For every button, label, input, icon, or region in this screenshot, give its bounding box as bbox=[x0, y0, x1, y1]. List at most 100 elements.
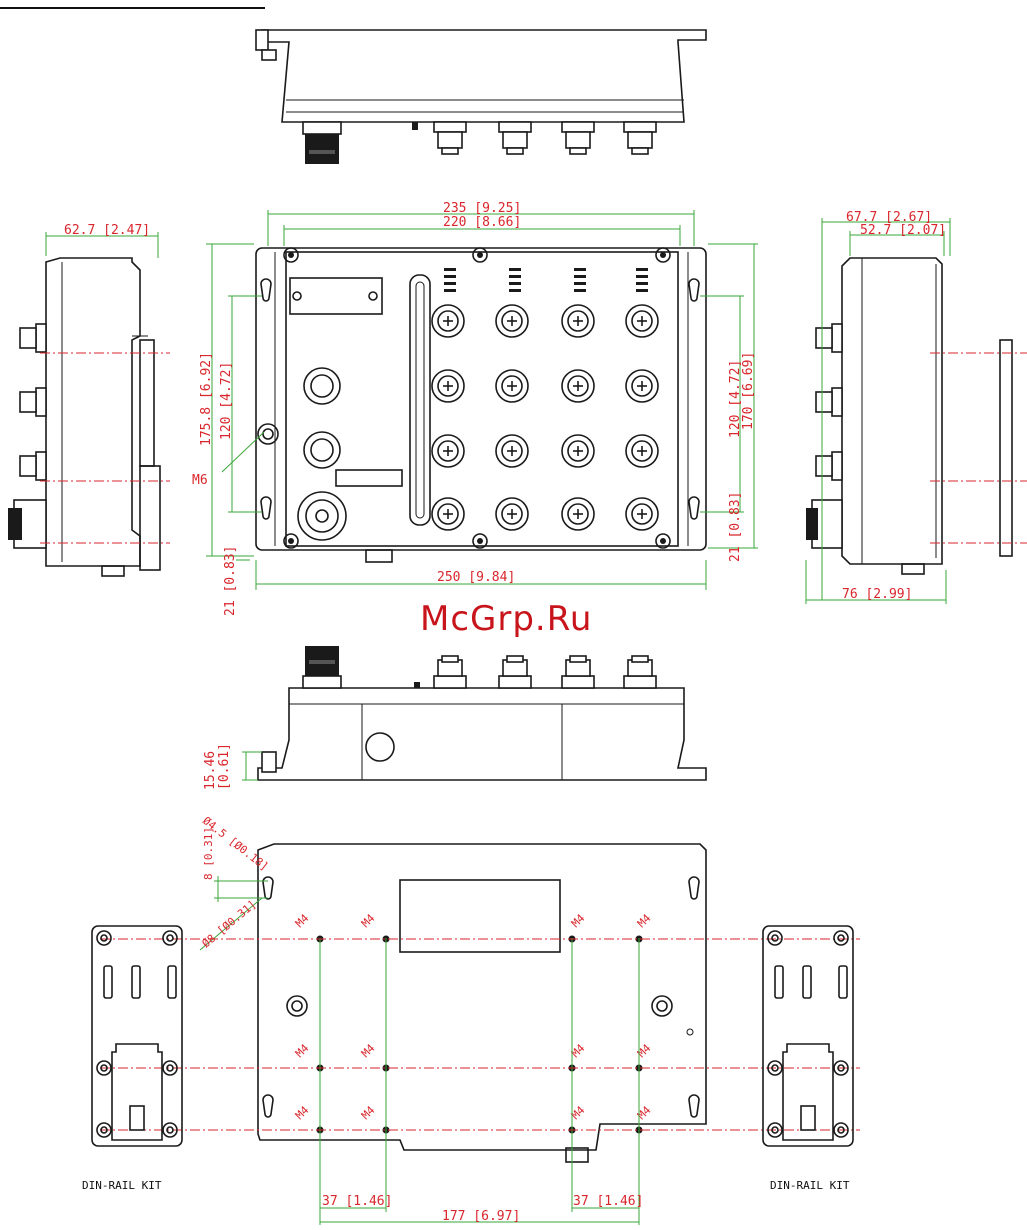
led-dash bbox=[444, 282, 456, 285]
back-m4-holes bbox=[317, 936, 643, 1134]
led-dash bbox=[574, 282, 586, 285]
din-slot bbox=[132, 966, 140, 998]
m4-label: M4 bbox=[293, 1103, 312, 1122]
din-slot bbox=[104, 966, 112, 998]
top-connector-body bbox=[503, 132, 527, 148]
din-kit-label-left: DIN-RAIL KIT bbox=[82, 1179, 162, 1192]
back-m4-labels: M4M4M4M4M4M4M4M4M4M4M4M4 bbox=[293, 911, 654, 1122]
dim-foot-height-1: 15.46 bbox=[203, 751, 218, 790]
dim-screw-m6: M6 bbox=[192, 473, 208, 488]
din-clip-tab bbox=[130, 1106, 144, 1130]
back-centerlines bbox=[100, 939, 860, 1130]
m4-label: M4 bbox=[359, 1103, 378, 1122]
din-slot bbox=[168, 966, 176, 998]
dim-foot-height-2: [0.61] bbox=[217, 743, 232, 790]
corner-screw-center bbox=[477, 252, 483, 258]
led-dash bbox=[636, 282, 648, 285]
led-dash bbox=[636, 289, 648, 292]
din-kit-label-right: DIN-RAIL KIT bbox=[770, 1179, 850, 1192]
back-keyholes bbox=[263, 877, 699, 1117]
dim-hole-spacing-left: 120 [4.72] bbox=[219, 362, 234, 440]
din-clip-tab bbox=[801, 1106, 815, 1130]
led-dash bbox=[509, 282, 521, 285]
top-connector-tip bbox=[442, 148, 458, 154]
dim-side-right-total: 76 [2.99] bbox=[842, 587, 912, 602]
keyhole-slot bbox=[689, 497, 699, 519]
corner-screw-center bbox=[477, 538, 483, 544]
din-screw-center bbox=[772, 935, 778, 941]
top-connector-body bbox=[628, 132, 652, 148]
top-connector-tip bbox=[570, 148, 586, 154]
keyhole-slot bbox=[263, 1095, 273, 1117]
side-connector-nut bbox=[36, 452, 46, 480]
dim-hole-dia: Ø8 [Ø0.31] bbox=[200, 898, 259, 951]
m4-label: M4 bbox=[635, 911, 654, 930]
m4-label: M4 bbox=[293, 1041, 312, 1060]
dim-inner-width: 220 [8.66] bbox=[443, 215, 521, 230]
led-dash bbox=[509, 289, 521, 292]
din-screw-center bbox=[838, 935, 844, 941]
din-screw bbox=[834, 931, 848, 945]
top-connector-nut bbox=[562, 122, 594, 132]
top-view bbox=[256, 30, 706, 164]
side-connector-nut bbox=[36, 324, 46, 352]
top-connector-tip bbox=[632, 148, 648, 154]
top-connector-body bbox=[566, 132, 590, 148]
dim-height-right: 170 [6.69] bbox=[741, 352, 756, 430]
bottom-connector-nut bbox=[624, 676, 656, 688]
keyhole-slot bbox=[689, 279, 699, 301]
din-clip bbox=[112, 1044, 162, 1140]
dim-side-left-depth: 62.7 [2.47] bbox=[64, 223, 150, 238]
din-rail-kit-left bbox=[92, 926, 182, 1146]
side-connector-body bbox=[20, 456, 36, 476]
dim-offset-right: 21 [0.83] bbox=[728, 492, 743, 562]
corner-screw-center bbox=[660, 252, 666, 258]
dim-din-spacing-left: 37 [1.46] bbox=[322, 1194, 392, 1209]
din-screw bbox=[768, 931, 782, 945]
keyhole-slot bbox=[261, 279, 271, 301]
left-side-view: 62.7 [2.47] bbox=[8, 223, 160, 576]
led-dash bbox=[444, 275, 456, 278]
keyhole-slot bbox=[263, 877, 273, 899]
m4-label: M4 bbox=[293, 911, 312, 930]
dim-side-right-depth-2: 52.7 [2.07] bbox=[860, 223, 946, 238]
top-connector-nut bbox=[624, 122, 656, 132]
keyhole-slot bbox=[689, 1095, 699, 1117]
din-screw-center bbox=[101, 935, 107, 941]
bottom-connector-nut bbox=[499, 676, 531, 688]
side-connector-body bbox=[816, 392, 832, 412]
dim-body-width: 250 [9.84] bbox=[437, 570, 515, 585]
bottom-m12-connectors bbox=[434, 656, 656, 688]
din-slot bbox=[803, 966, 811, 998]
led-dash bbox=[636, 268, 648, 271]
led-dash bbox=[574, 289, 586, 292]
dim-overall-width: 235 [9.25] bbox=[443, 201, 521, 216]
side-connector-body bbox=[816, 456, 832, 476]
top-connector-nut bbox=[434, 122, 466, 132]
top-connector-body bbox=[438, 132, 462, 148]
side-connector-body bbox=[20, 328, 36, 348]
led-dash bbox=[509, 275, 521, 278]
side-centerlines bbox=[40, 353, 1027, 543]
left-side-connectors bbox=[20, 324, 46, 480]
side-connector-nut bbox=[832, 452, 842, 480]
dim-height-left: 175.8 [6.92] bbox=[199, 352, 214, 446]
din-screw-center bbox=[167, 935, 173, 941]
m4-label: M4 bbox=[359, 1041, 378, 1060]
side-connector-body bbox=[20, 392, 36, 412]
din-slot bbox=[839, 966, 847, 998]
keyhole-slot bbox=[261, 497, 271, 519]
side-connector-nut bbox=[832, 388, 842, 416]
bottom-connector-nut bbox=[562, 676, 594, 688]
keyhole-slot bbox=[689, 877, 699, 899]
bottom-connector-nut bbox=[434, 676, 466, 688]
m4-label: M4 bbox=[569, 911, 588, 930]
led-dash bbox=[574, 268, 586, 271]
front-view: 235 [9.25] 220 [8.66] 175.8 [6.92] 120 [… bbox=[192, 201, 758, 616]
dim-slot-len: 8 [0.31] bbox=[202, 827, 215, 880]
bottom-connector-tip bbox=[632, 656, 648, 662]
led-dash bbox=[636, 275, 648, 278]
side-connector-nut bbox=[832, 324, 842, 352]
